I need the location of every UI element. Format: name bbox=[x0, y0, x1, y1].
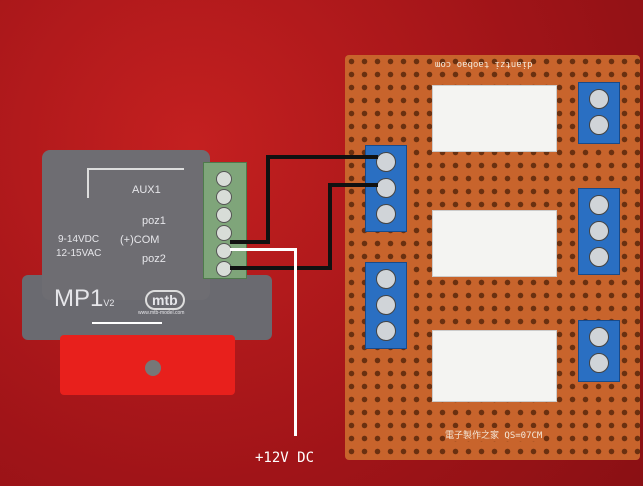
screw-terminal bbox=[578, 82, 620, 144]
relay-module: AUX1 poz1 (+)COM poz2 9-14VDC 12-15VAC bbox=[42, 150, 210, 300]
screw-terminal bbox=[578, 188, 620, 275]
terminal-block bbox=[203, 162, 247, 279]
wire-poz2 bbox=[230, 266, 332, 270]
voltage-ac: 12-15VAC bbox=[56, 248, 102, 259]
screw-icon bbox=[216, 189, 232, 205]
screw-icon bbox=[216, 243, 232, 259]
wire-poz1 bbox=[266, 155, 378, 159]
screw-icon bbox=[145, 360, 161, 376]
switch-symbol bbox=[87, 168, 184, 198]
wire-poz2 bbox=[328, 183, 378, 187]
screw-terminal bbox=[365, 145, 407, 232]
pcb-bottom-text: 電子製作之家 QS=07CM bbox=[445, 428, 543, 441]
relay bbox=[432, 210, 557, 277]
poz1-label: poz1 bbox=[142, 215, 166, 227]
pcb-board: diantzi taobao com 電子製作之家 QS=07CM bbox=[345, 55, 640, 460]
model-label: MP1V2 bbox=[54, 285, 115, 312]
screw-terminal bbox=[578, 320, 620, 382]
arrow-icon bbox=[92, 322, 162, 324]
aux-label: AUX1 bbox=[132, 184, 161, 196]
screw-icon bbox=[216, 225, 232, 241]
screw-terminal bbox=[365, 262, 407, 349]
screw-icon bbox=[216, 207, 232, 223]
relay bbox=[432, 330, 557, 402]
poz2-label: poz2 bbox=[142, 253, 166, 265]
wire-poz2 bbox=[328, 183, 332, 270]
website: www.mtb-model.com bbox=[138, 310, 185, 316]
brand-logo: mtb bbox=[145, 290, 185, 310]
com-label: (+)COM bbox=[120, 234, 160, 246]
wire-com bbox=[294, 248, 297, 436]
screw-icon bbox=[216, 171, 232, 187]
wire-poz1 bbox=[266, 155, 270, 244]
power-label: +12V DC bbox=[255, 450, 315, 466]
relay bbox=[432, 85, 557, 152]
voltage-dc: 9-14VDC bbox=[58, 234, 100, 245]
wire-com bbox=[230, 248, 297, 251]
pcb-top-text: diantzi taobao com bbox=[435, 59, 533, 69]
wire-poz1 bbox=[230, 240, 270, 244]
